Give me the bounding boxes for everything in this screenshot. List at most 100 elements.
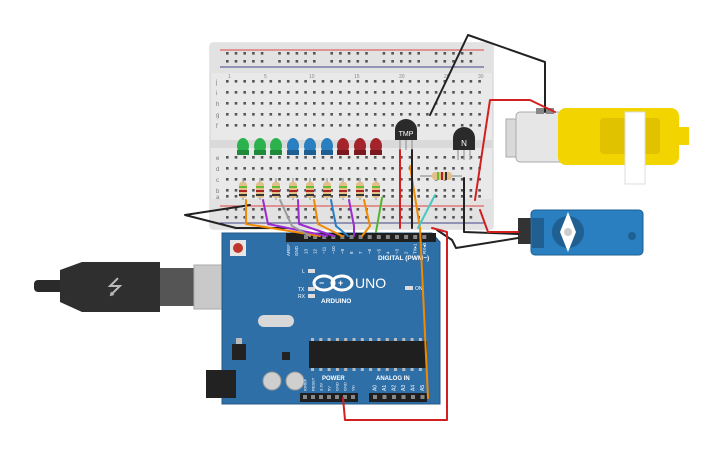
digital-pin[interactable]: [322, 235, 327, 239]
chip-pin: [410, 368, 414, 371]
analog-pin-label: A4: [411, 385, 417, 391]
breadboard-hole: [452, 167, 455, 170]
breadboard-hole: [434, 80, 438, 83]
breadboard-hole: [234, 91, 238, 94]
breadboard-hole: [286, 156, 290, 159]
breadboard-hole: [400, 167, 403, 170]
breadboard: j i h g f e d c b a 1 5 10 15 20 25 30: [209, 42, 494, 230]
breadboard-hole: [269, 167, 273, 170]
rail-hole: [295, 52, 299, 55]
digital-pin[interactable]: [313, 235, 318, 239]
breadboard-hole: [304, 102, 307, 105]
analog-pin[interactable]: [401, 395, 406, 399]
rail-hole: [347, 52, 351, 55]
rail-hole: [286, 208, 290, 211]
power-pin[interactable]: [319, 395, 323, 399]
reset-button[interactable]: [233, 243, 243, 253]
analog-pin[interactable]: [373, 395, 377, 399]
breadboard-hole: [365, 195, 368, 198]
chip-pin: [335, 368, 339, 371]
digital-pin[interactable]: [376, 235, 381, 239]
breadboard-hole: [382, 167, 386, 170]
digital-pin[interactable]: [340, 235, 345, 239]
digital-pin[interactable]: [304, 235, 308, 239]
analog-pin[interactable]: [420, 395, 425, 399]
rail-hole: [408, 216, 412, 219]
rail-hole: [330, 216, 333, 219]
breadboard-hole: [373, 91, 377, 94]
breadboard-hole: [278, 178, 281, 181]
breadboard-hole: [443, 124, 447, 127]
digital-pin-label: ~3: [395, 248, 400, 254]
breadboard-hole: [295, 80, 299, 83]
breadboard-hole: [269, 80, 273, 83]
breadboard-hole: [408, 102, 412, 105]
rail-hole: [356, 52, 360, 55]
power-pin-label: RESET: [311, 377, 316, 391]
analog-pin[interactable]: [382, 395, 387, 399]
breadboard-hole: [417, 124, 420, 127]
digital-pin-label: ~11: [322, 246, 327, 254]
power-pin[interactable]: [351, 395, 355, 399]
breadboard-hole: [252, 195, 255, 198]
breadboard-hole: [234, 113, 238, 116]
led-blue-1[interactable]: [287, 138, 299, 155]
analog-pin[interactable]: [392, 395, 396, 399]
breadboard-hole: [321, 113, 325, 116]
digital-pin[interactable]: [385, 235, 390, 239]
breadboard-hole: [243, 124, 246, 127]
analog-pin[interactable]: [411, 395, 415, 399]
led-red-1[interactable]: [337, 138, 349, 155]
rail-hole: [252, 52, 255, 55]
power-pin[interactable]: [311, 395, 315, 399]
breadboard-hole: [373, 102, 377, 105]
chip-pin: [394, 368, 397, 371]
led-red-2[interactable]: [354, 138, 366, 155]
breadboard-hole: [260, 178, 264, 181]
rail-hole: [365, 60, 368, 63]
resistor: [239, 178, 247, 200]
digital-pin[interactable]: [349, 235, 354, 239]
rail-hole: [408, 60, 412, 63]
breadboard-hole: [434, 167, 438, 170]
digital-pin[interactable]: [367, 235, 372, 239]
power-pin[interactable]: [343, 395, 347, 399]
digital-pin[interactable]: [331, 235, 336, 239]
npn-transistor[interactable]: N: [453, 127, 475, 160]
rail-hole: [443, 52, 447, 55]
tmp-sensor[interactable]: TMP: [395, 119, 417, 150]
power-pin[interactable]: [303, 395, 307, 399]
tmp-label: TMP: [399, 131, 414, 138]
breadboard-hole: [382, 80, 386, 83]
led-blue-2[interactable]: [304, 138, 316, 155]
servo-motor[interactable]: [518, 209, 644, 256]
power-pin-label: GND: [335, 382, 340, 391]
rail-hole: [226, 216, 229, 219]
digital-pin[interactable]: [422, 235, 427, 239]
led-blue-3[interactable]: [321, 138, 333, 155]
rail-hole: [330, 208, 333, 211]
rail-hole: [400, 52, 403, 55]
breadboard-hole: [278, 113, 281, 116]
power-pin-label: GND: [343, 382, 348, 391]
led-red-3[interactable]: [370, 138, 382, 155]
breadboard-hole: [226, 91, 229, 94]
digital-pin-label: 2: [404, 251, 409, 254]
chip-pin: [327, 338, 331, 341]
breadboard-hole: [408, 189, 412, 192]
power-pin[interactable]: [327, 395, 331, 399]
dc-motor[interactable]: [505, 108, 689, 185]
digital-pin[interactable]: [413, 235, 418, 239]
digital-pin[interactable]: [404, 235, 409, 239]
led-green-2[interactable]: [254, 138, 266, 155]
breadboard-hole: [260, 124, 264, 127]
led-green-1[interactable]: [237, 138, 249, 155]
digital-pin[interactable]: [358, 235, 363, 239]
breadboard-hole: [373, 156, 377, 159]
breadboard-hole: [400, 80, 403, 83]
digital-pin[interactable]: [395, 235, 399, 239]
breadboard-hole: [469, 124, 473, 127]
led-green-3[interactable]: [270, 138, 282, 155]
power-pin[interactable]: [335, 395, 339, 399]
